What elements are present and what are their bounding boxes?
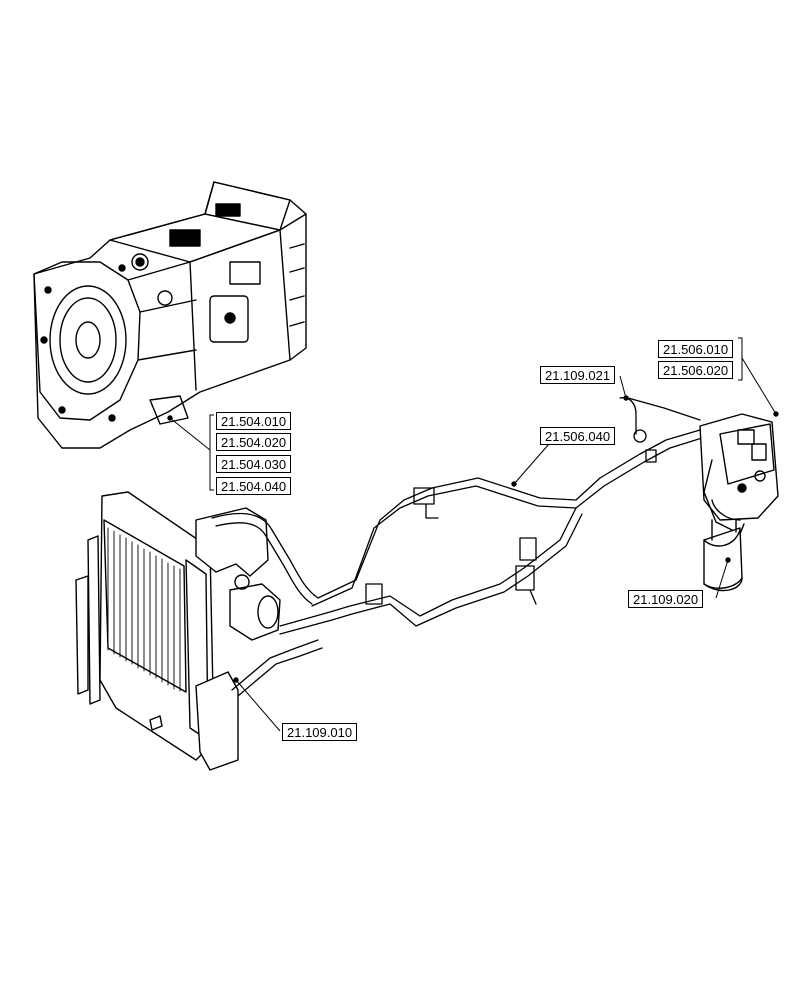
transmission-housing-drawing <box>33 181 307 449</box>
callout-21-504-010[interactable]: 21.504.010 <box>216 412 292 430</box>
callout-leaders <box>167 337 779 732</box>
callout-21-109-021[interactable]: 21.109.021 <box>540 366 616 384</box>
callout-21-109-020[interactable]: 21.109.020 <box>628 590 704 608</box>
callout-21-506-010[interactable]: 21.506.010 <box>658 340 734 358</box>
callout-21-506-040[interactable]: 21.506.040 <box>540 427 616 445</box>
callout-21-504-030[interactable]: 21.504.030 <box>216 455 292 473</box>
hydraulic-lines-drawing <box>211 397 719 697</box>
callout-21-504-040[interactable]: 21.504.040 <box>216 477 292 495</box>
callout-21-109-010[interactable]: 21.109.010 <box>282 723 358 741</box>
callout-21-506-020[interactable]: 21.506.020 <box>658 361 734 379</box>
filter-assembly-drawing <box>699 413 779 592</box>
callout-21-504-020[interactable]: 21.504.020 <box>216 433 292 451</box>
oil-cooler-drawing <box>75 491 281 771</box>
